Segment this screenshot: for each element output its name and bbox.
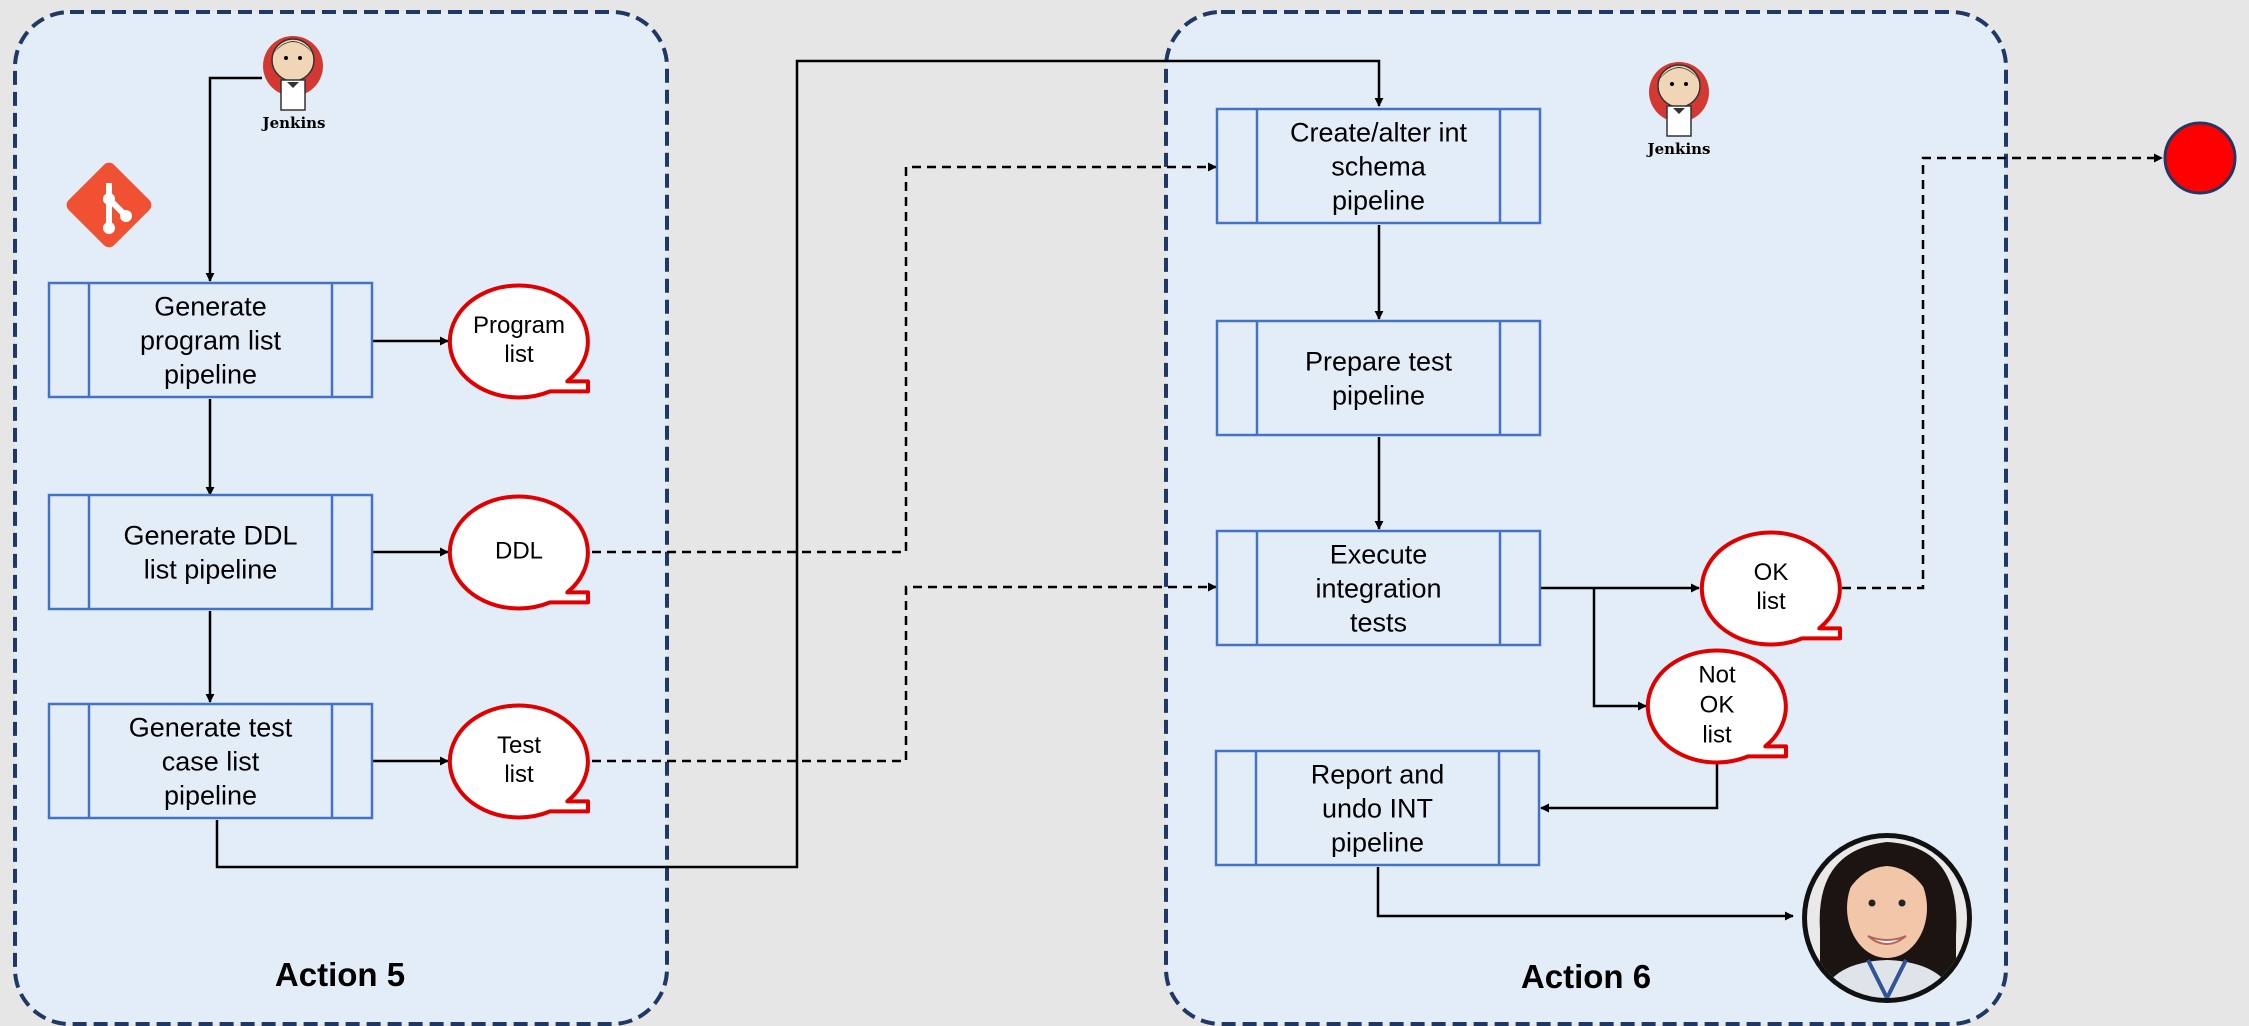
process-box-gen-test: Generate test case list pipeline xyxy=(47,702,374,820)
diagram-label: pipeline xyxy=(1332,185,1425,215)
diagram-label: DDL xyxy=(495,537,543,564)
diagram-label: Create/alter int xyxy=(1290,117,1468,147)
panel-title-action-6: Action 6 xyxy=(1521,958,1651,995)
diagram-label: list xyxy=(504,761,534,788)
jenkins-label: Jenkins xyxy=(261,114,326,132)
diagram-label: Not xyxy=(1698,661,1736,688)
diagram-label: undo INT xyxy=(1322,793,1433,823)
connector-not-ok-list-to-report xyxy=(1540,763,1719,813)
diagram-label: tests xyxy=(1350,607,1407,637)
diagram-label: program list xyxy=(140,325,282,355)
diagram-label: Report and xyxy=(1311,759,1445,789)
connector-ok-list-to-end xyxy=(1842,153,2163,590)
jenkins-label: Jenkins xyxy=(1646,140,1711,158)
panel-title-action-5: Action 5 xyxy=(275,956,405,993)
diagram-label: schema xyxy=(1331,151,1427,181)
diagram-label: Test xyxy=(497,732,541,759)
connectors-solid xyxy=(205,59,1794,921)
diagram-label: list xyxy=(504,341,534,368)
connector-report-to-person xyxy=(1376,867,1794,921)
process-box-report-undo: Report and undo INT pipeline xyxy=(1214,749,1541,867)
diagram-label: pipeline xyxy=(164,359,257,389)
connectors-dashed xyxy=(592,153,2163,763)
connector-execute-to-not-ok-list xyxy=(1592,588,1647,711)
diagram-label: list pipeline xyxy=(144,554,278,584)
jenkins-butler-icon xyxy=(1649,62,1709,137)
jenkins-icon-action-5: Jenkins xyxy=(261,36,326,132)
process-box-gen-ddl: Generate DDL list pipeline xyxy=(47,493,374,611)
diagram-label: case list xyxy=(162,746,260,776)
connector-jenkins-to-gen-program xyxy=(205,76,262,282)
diagram-label: Generate test xyxy=(129,712,293,742)
diagram-label: Generate xyxy=(154,291,267,321)
diagram-label: Prepare test xyxy=(1305,346,1453,376)
process-box-prepare-test: Prepare test pipeline xyxy=(1215,319,1542,437)
diagram-label: pipeline xyxy=(164,780,257,810)
jenkins-butler-icon xyxy=(263,36,323,111)
diagram-label: Execute xyxy=(1330,539,1428,569)
jenkins-icon-action-6: Jenkins xyxy=(1646,62,1711,158)
document-ddl: DDL xyxy=(447,494,590,611)
connector-ddl-to-create-schema xyxy=(592,162,1217,554)
connector-gen-test-to-create-schema xyxy=(215,59,1384,869)
diagram-label: integration xyxy=(1315,573,1441,603)
person-avatar-icon xyxy=(1802,833,1972,1003)
diagram-label: OK xyxy=(1754,559,1789,586)
diagram-label: list xyxy=(1756,588,1786,615)
process-box-create-schema: Create/alter int schema pipeline xyxy=(1215,107,1542,225)
git-logo-icon xyxy=(66,162,152,248)
diagram-label: list xyxy=(1702,721,1732,748)
end-state-icon xyxy=(2163,121,2237,195)
diagram-label: OK xyxy=(1700,691,1735,718)
diagram-label: pipeline xyxy=(1332,380,1425,410)
connector-test-list-to-execute xyxy=(592,582,1217,763)
diagram-label: Program xyxy=(473,312,565,339)
process-box-execute-tests: Execute integration tests xyxy=(1215,529,1542,647)
process-box-gen-program: Generate program list pipeline xyxy=(47,281,374,399)
diagram-label: pipeline xyxy=(1331,827,1424,857)
diagram-label: Generate DDL xyxy=(123,520,297,550)
